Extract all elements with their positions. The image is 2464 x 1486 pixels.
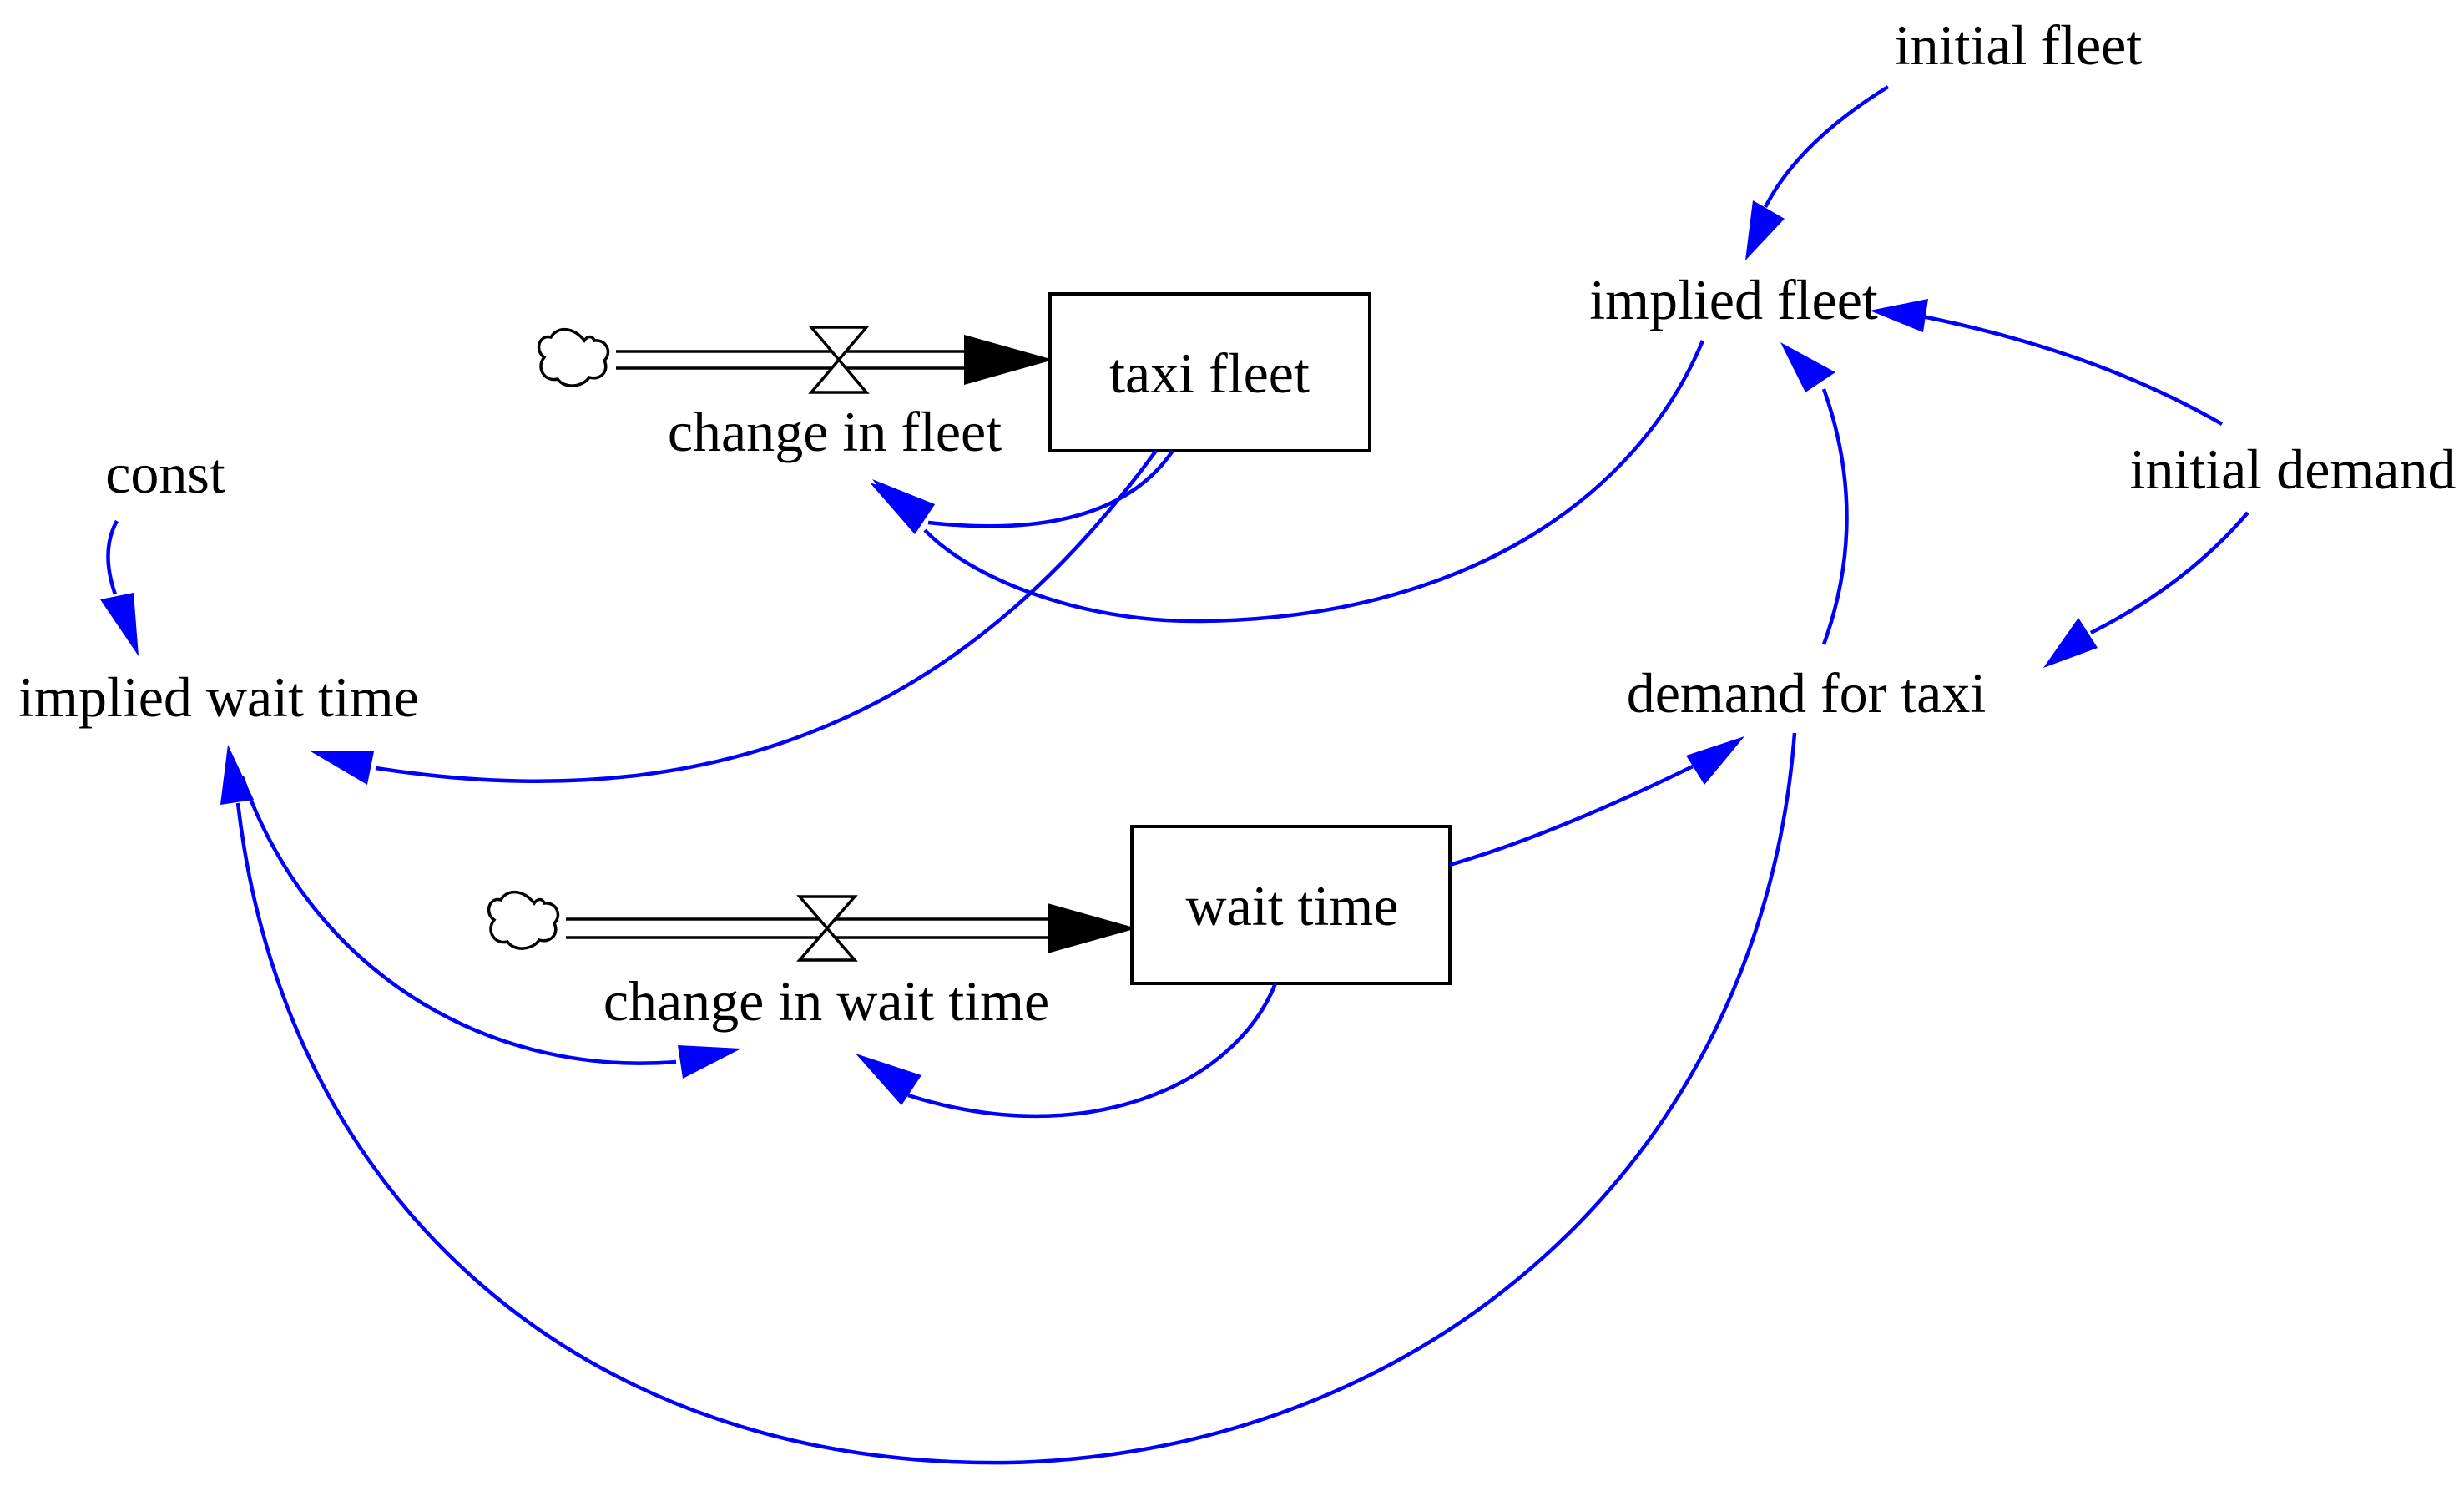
valve-change-in-wait-time[interactable] [796,895,858,962]
link-implied-wait-time-to-change-in-wait-time[interactable] [240,776,677,1065]
link-initial-demand-to-demand-for-taxi[interactable] [2089,511,2249,635]
link-implied-fleet-to-change-in-fleet[interactable] [923,340,1705,624]
change-in-wait-time-flow: change in wait time [487,891,1137,1033]
initial-fleet-label[interactable]: initial fleet [1895,13,2143,77]
link-demand-for-taxi-to-implied-fleet[interactable] [1821,388,1849,645]
link-wait-time-to-change-in-wait-time[interactable] [907,983,1278,1119]
arrowhead-initial-demand-to-implied-fleet [1870,299,1928,332]
link-demand-for-taxi-to-implied-wait-time[interactable] [235,732,1797,1465]
valve-change-in-fleet[interactable] [808,326,870,394]
arrowhead-taxi-fleet-to-implied-wait-time [311,751,374,785]
arrowhead-wait-time-to-change-in-wait-time [856,1054,921,1105]
link-initial-fleet-to-implied-fleet[interactable] [1763,85,1890,209]
implied-fleet-label[interactable]: implied fleet [1589,268,1878,331]
wait-time-stock[interactable]: wait time [1130,825,1452,985]
arrowhead-const-to-implied-wait-time [100,593,139,656]
link-wait-time-to-demand-for-taxi[interactable] [1449,764,1694,867]
source-cloud-wait [487,891,560,950]
link-taxi-fleet-to-change-in-fleet[interactable] [927,449,1174,528]
arrowhead-initial-demand-to-demand-for-taxi [2043,618,2098,668]
taxi-fleet-label: taxi fleet [1109,341,1310,405]
initial-demand-label[interactable]: initial demand [2130,437,2456,501]
const-label[interactable]: const [105,442,225,505]
arrowhead-taxi-fleet-to-change-in-fleet [872,479,935,534]
implied-wait-time-label[interactable]: implied wait time [18,665,419,729]
demand-for-taxi-label[interactable]: demand for taxi [1627,661,1987,725]
link-taxi-fleet-to-implied-wait-time[interactable] [375,449,1158,783]
arrowhead-implied-wait-time-to-change-in-wait-time [678,1045,741,1079]
taxi-fleet-stock[interactable]: taxi fleet [1048,292,1371,452]
taxi-fleet-box [1048,292,1371,452]
causal-links [100,85,2249,1465]
arrowhead-demand-for-taxi-to-implied-fleet [1780,342,1835,392]
arrowhead-initial-fleet-to-implied-fleet [1745,200,1785,260]
source-cloud-fleet [537,328,610,387]
change-in-fleet-label: change in fleet [668,400,1002,463]
link-initial-demand-to-implied-fleet[interactable] [1917,313,2224,426]
link-const-to-implied-wait-time[interactable] [106,519,119,595]
flow-arrowhead-fleet [964,335,1053,385]
wait-time-label: wait time [1186,874,1399,938]
wait-time-box [1130,825,1452,985]
change-in-fleet-flow: change in fleet [537,326,1053,463]
flow-arrowhead-wait [1048,903,1137,953]
arrowhead-wait-time-to-demand-for-taxi [1686,736,1744,785]
change-in-wait-time-label: change in wait time [603,969,1049,1033]
